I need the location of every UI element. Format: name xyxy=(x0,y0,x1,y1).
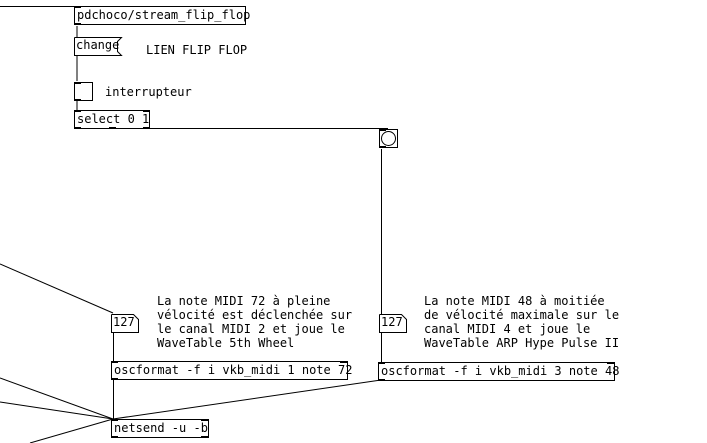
number-box-right[interactable]: 127 xyxy=(379,314,407,333)
number-box-outline xyxy=(379,314,407,333)
oscformat-right-label: oscformat -f i vkb_midi 3 note 48 xyxy=(381,364,620,378)
netsend-right-outlet xyxy=(201,436,208,438)
oscformat-right-object[interactable]: oscformat -f i vkb_midi 3 note 48 xyxy=(378,362,619,381)
bang-circle xyxy=(381,131,396,146)
select-label: select 0 1 xyxy=(77,112,150,126)
toggle-inlet xyxy=(74,82,81,84)
select-right-inlet xyxy=(143,110,150,112)
select-right-outlet xyxy=(143,127,150,129)
cord-into-number-left xyxy=(0,263,114,314)
netsend-right-inlet xyxy=(201,419,208,421)
netsend-label: netsend -u -b xyxy=(114,421,208,435)
message-box-outline xyxy=(74,37,123,56)
change-message[interactable]: change xyxy=(74,37,123,56)
bang-outlet xyxy=(379,146,386,148)
oscformat-left-label: oscformat -f i vkb_midi 1 note 72 xyxy=(114,363,353,377)
stream-flip-flop-label: pdchoco/stream_flip_flop xyxy=(77,8,251,22)
toggle-switch[interactable] xyxy=(74,82,93,101)
stream-flip-flop-object[interactable]: pdchoco/stream_flip_flop xyxy=(74,6,250,25)
number-box-left[interactable]: 127 xyxy=(111,314,139,333)
change-message-label: change xyxy=(76,38,120,52)
oscformat-left-object[interactable]: oscformat -f i vkb_midi 1 note 72 xyxy=(111,361,352,380)
number-box-left-value: 127 xyxy=(113,315,135,329)
cord-into-netsend-b xyxy=(0,401,114,420)
number-box-right-value: 127 xyxy=(381,315,403,329)
note-72-comment: La note MIDI 72 à pleine vélocité est dé… xyxy=(157,294,353,350)
bang-button[interactable] xyxy=(379,129,398,148)
select-middle-outlet xyxy=(109,127,116,129)
bang-inlet xyxy=(379,129,386,131)
toggle-outlet xyxy=(74,99,81,101)
select-object[interactable]: select 0 1 xyxy=(74,110,150,129)
oscformat-left-right-inlet xyxy=(340,361,347,363)
cord-into-netsend-c xyxy=(29,418,114,443)
lien-flip-flop-comment: LIEN FLIP FLOP xyxy=(146,43,248,57)
note-48-comment: La note MIDI 48 à moitiée de vélocité ma… xyxy=(424,294,620,350)
cord-into-netsend-a xyxy=(0,377,114,420)
interrupteur-comment: interrupteur xyxy=(105,85,192,99)
netsend-object[interactable]: netsend -u -b xyxy=(111,419,209,438)
number-box-outline xyxy=(111,314,139,333)
cord-oscformat-right-to-netsend xyxy=(112,379,382,420)
oscformat-right-right-inlet xyxy=(607,362,614,364)
